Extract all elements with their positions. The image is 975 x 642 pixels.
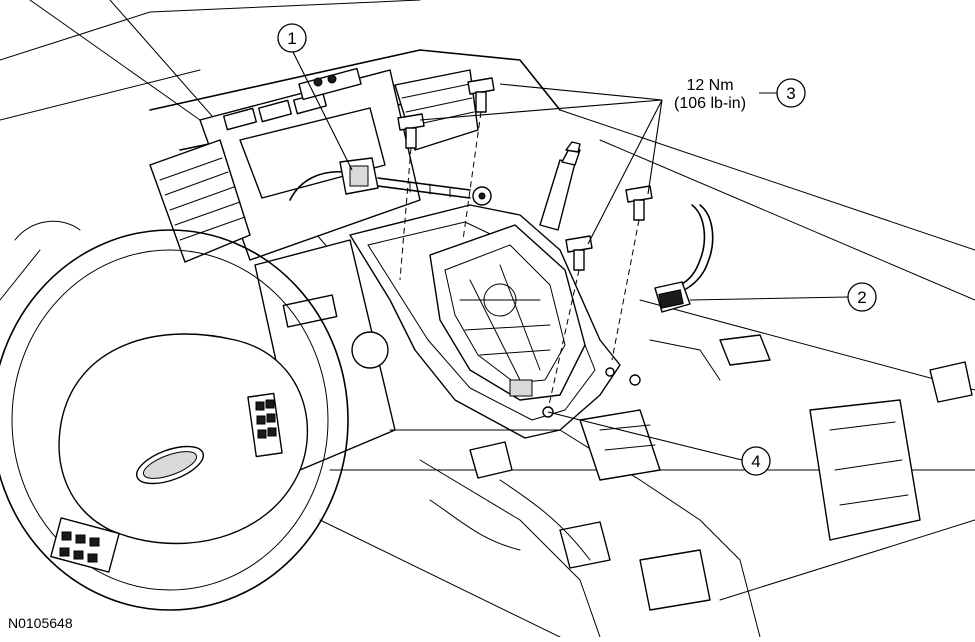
bolt-top — [462, 77, 495, 241]
callout-3: 3 — [776, 78, 806, 108]
shift-cable — [289, 157, 492, 206]
steering-wheel — [0, 220, 349, 611]
electrical-connector — [654, 204, 714, 313]
callout-2: 2 — [847, 282, 877, 312]
torque-spec-imperial: (106 lb-in) — [674, 95, 746, 112]
callout-4: 4 — [741, 446, 771, 476]
shifter-assembly — [429, 141, 586, 401]
leader-lines — [292, 51, 849, 461]
lower-console — [389, 334, 973, 638]
wheel-switch-left — [50, 517, 120, 573]
center-stack — [149, 67, 479, 471]
figure-id: N0105648 — [8, 615, 73, 631]
callout-2-label: 2 — [857, 288, 866, 307]
callout-4-label: 4 — [751, 452, 760, 471]
bolt-left — [397, 113, 425, 281]
bolt-lower — [548, 235, 593, 406]
callout-3-label: 3 — [786, 84, 795, 103]
callout-1-label: 1 — [287, 29, 296, 48]
callout-1: 1 — [277, 23, 307, 53]
wheel-switch-right — [247, 392, 283, 458]
torque-spec-metric: 12 Nm — [686, 77, 733, 94]
bolt-right — [611, 185, 653, 361]
